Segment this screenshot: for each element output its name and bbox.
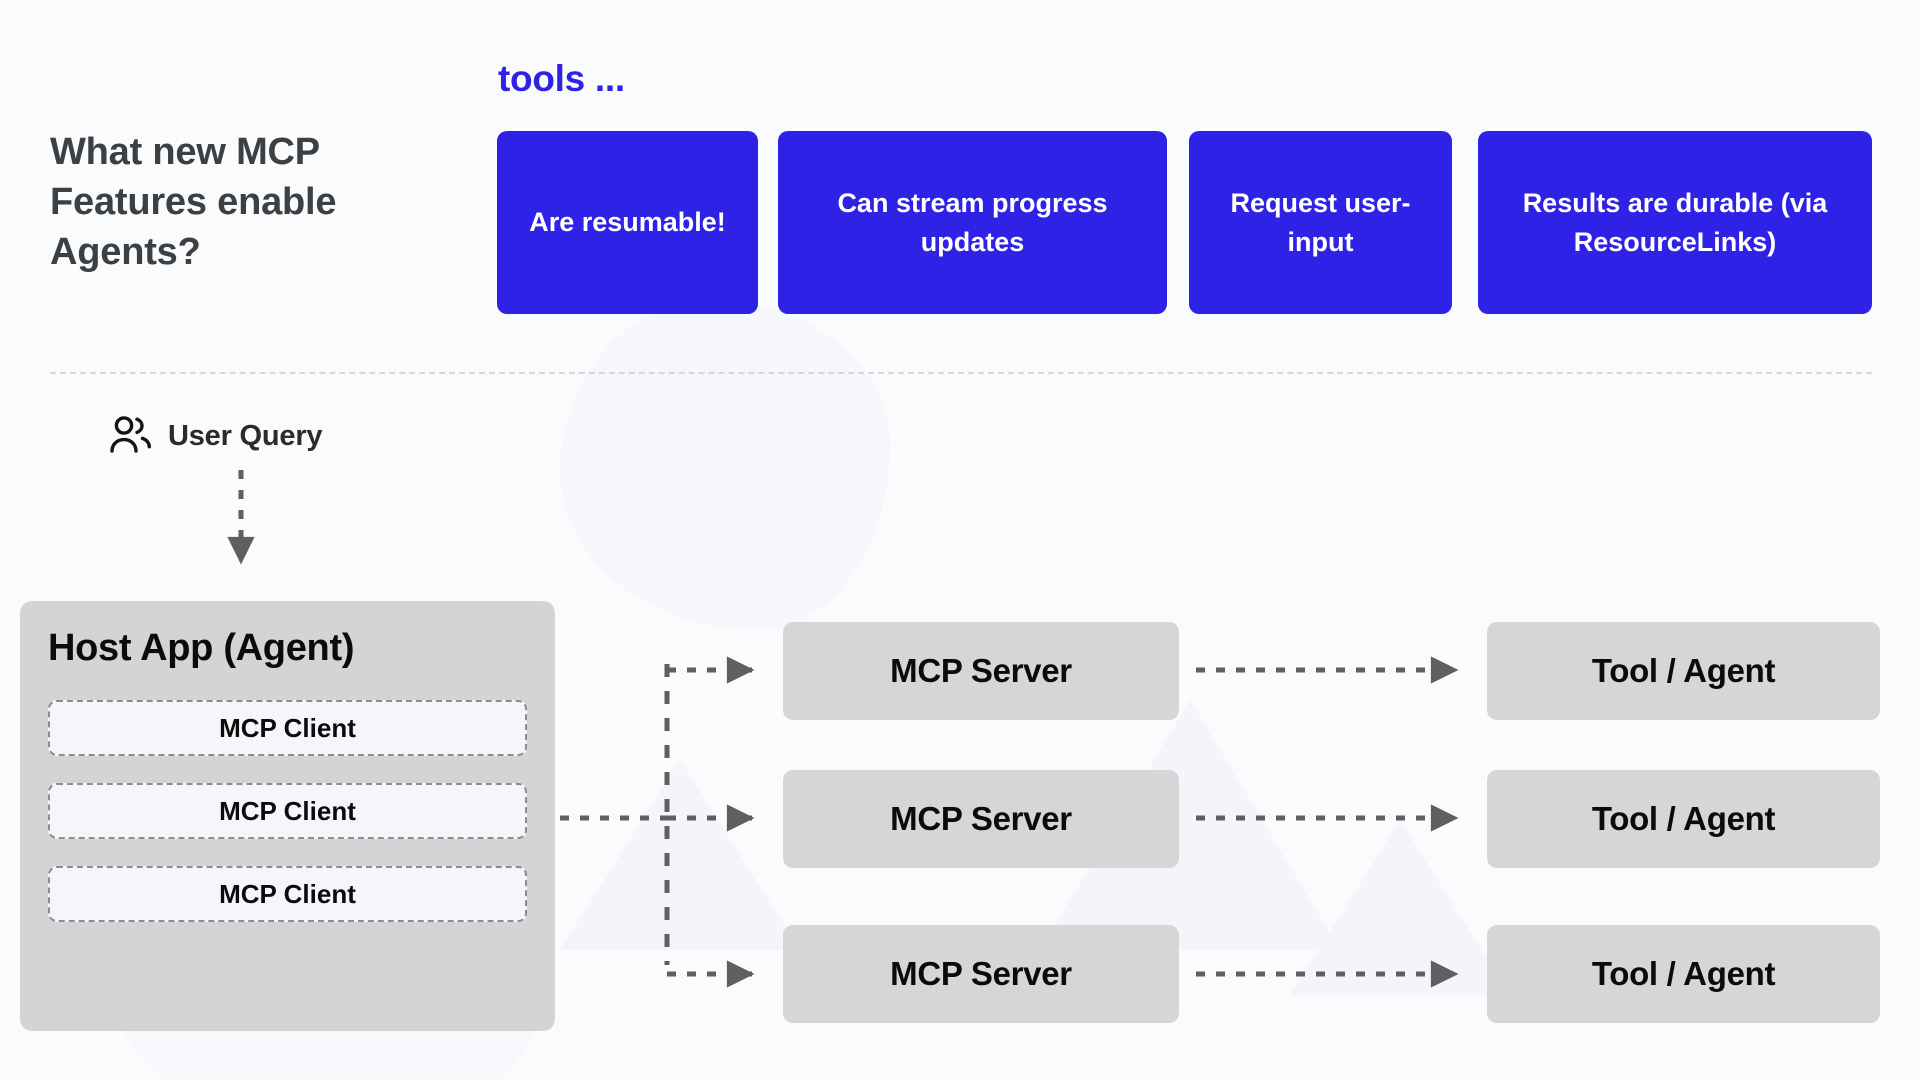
feature-card-resumable[interactable]: Are resumable! [497, 131, 758, 314]
mcp-client-box[interactable]: MCP Client [48, 783, 527, 839]
host-app-panel[interactable]: Host App (Agent) MCP Client MCP Client M… [20, 601, 555, 1031]
mcp-client-box[interactable]: MCP Client [48, 700, 527, 756]
feature-card-user-input[interactable]: Request user-input [1189, 131, 1452, 314]
mcp-server-box[interactable]: MCP Server [783, 770, 1179, 868]
mcp-client-box[interactable]: MCP Client [48, 866, 527, 922]
host-app-title: Host App (Agent) [48, 627, 355, 669]
feature-card-progress-updates[interactable]: Can stream progress updates [778, 131, 1167, 314]
page-title: What new MCP Features enable Agents? [50, 131, 337, 273]
tool-agent-box[interactable]: Tool / Agent [1487, 770, 1880, 868]
users-icon [108, 414, 154, 459]
user-query-group: User Query [108, 414, 323, 459]
section-divider [50, 372, 1872, 374]
tool-agent-box[interactable]: Tool / Agent [1487, 925, 1880, 1023]
feature-card-durable-results[interactable]: Results are durable (via ResourceLinks) [1478, 131, 1872, 314]
tools-section-label: tools ... [498, 58, 625, 99]
user-query-label: User Query [168, 420, 323, 452]
tool-agent-box[interactable]: Tool / Agent [1487, 622, 1880, 720]
mcp-server-box[interactable]: MCP Server [783, 622, 1179, 720]
mcp-server-box[interactable]: MCP Server [783, 925, 1179, 1023]
